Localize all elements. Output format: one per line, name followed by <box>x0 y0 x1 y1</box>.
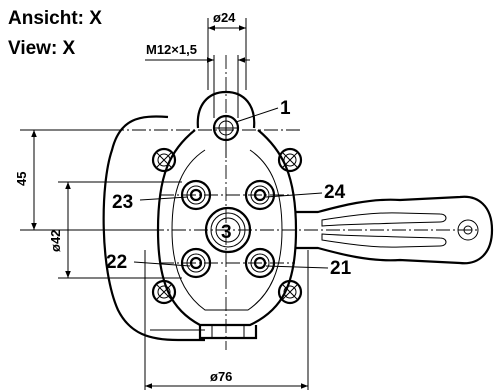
view-title-en: View: X <box>8 38 76 59</box>
dim-height-45: 45 <box>14 129 150 231</box>
dim-label-45: 45 <box>14 172 29 186</box>
callout-label-24: 24 <box>324 182 346 203</box>
callout-3: 3 <box>221 222 232 243</box>
dim-label-thread: M12×1,5 <box>146 42 197 57</box>
callout-label-23: 23 <box>112 192 133 213</box>
lever-handle <box>296 195 494 265</box>
top-boss <box>196 90 256 158</box>
center-port <box>204 206 252 254</box>
callout-label-3: 3 <box>221 222 232 243</box>
dim-label-42: ø42 <box>48 230 63 252</box>
dim-label-76: ø76 <box>210 369 232 384</box>
callout-21: 21 <box>265 258 352 279</box>
dim-diameter-42: ø42 <box>48 181 182 279</box>
dim-label-24: ø24 <box>213 10 236 25</box>
callout-23: 23 <box>112 192 189 213</box>
corner-screws <box>151 147 303 305</box>
callout-22: 22 <box>106 252 191 273</box>
dim-thread: M12×1,5 <box>145 42 250 118</box>
callout-label-22: 22 <box>106 252 127 273</box>
callout-label-21: 21 <box>330 258 352 279</box>
dim-diameter-76: ø76 <box>144 250 309 390</box>
callout-24: 24 <box>265 182 346 203</box>
view-title-de: Ansicht: X <box>8 8 102 29</box>
dim-top-diameter: ø24 <box>207 10 247 90</box>
ports <box>180 179 276 279</box>
callout-1: 1 <box>235 98 291 123</box>
housing-outline <box>102 115 298 342</box>
callout-label-1: 1 <box>280 98 291 119</box>
